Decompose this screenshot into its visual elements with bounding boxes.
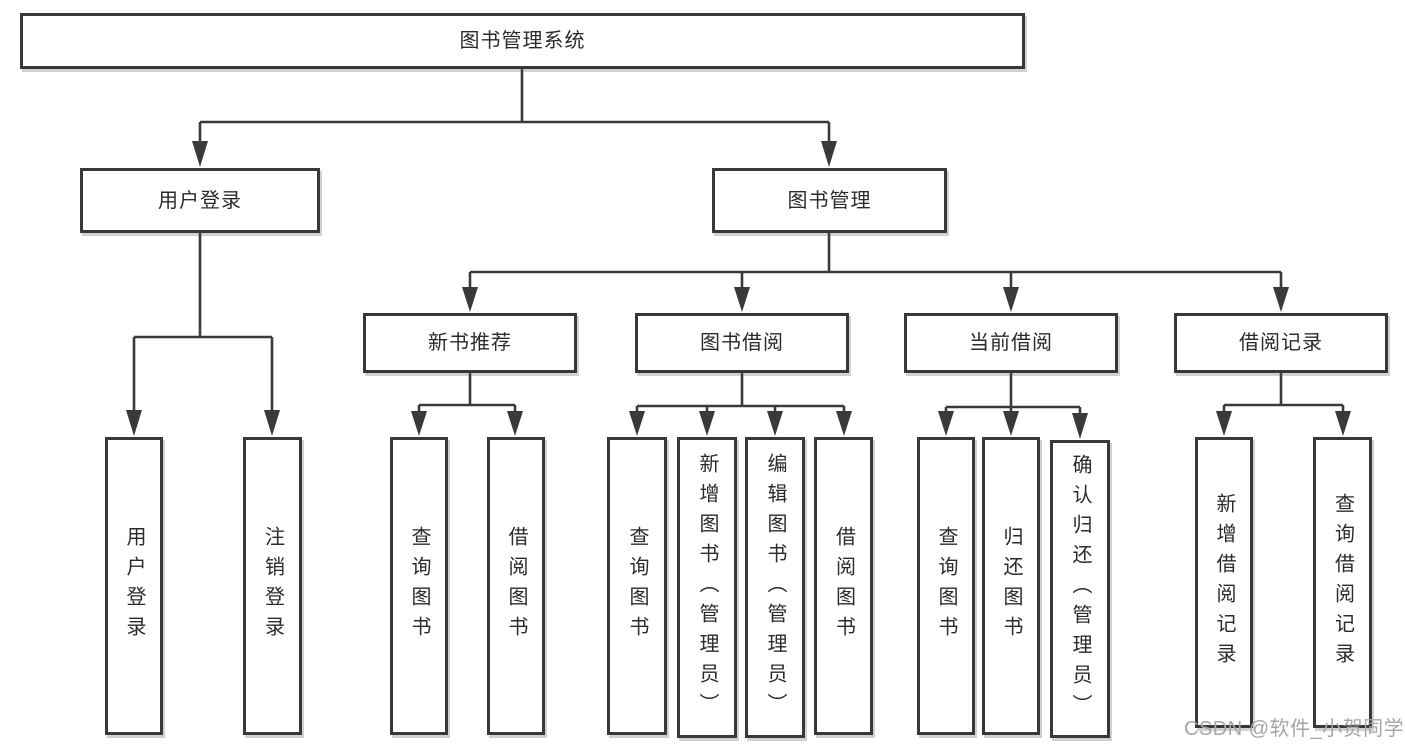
node-new-book-recommend: 新书推荐 <box>363 313 577 373</box>
arrowhead <box>264 410 280 436</box>
arrowhead <box>1003 411 1019 436</box>
arrowhead <box>126 410 142 436</box>
leaf-label: 新增图书（管理员） <box>696 452 718 723</box>
arrowhead <box>821 141 837 167</box>
connector-user-login-to-leaves <box>126 232 280 436</box>
connector-records-to-leaves <box>1216 373 1351 436</box>
leaf-query-books-2: 查询图书 <box>607 437 667 735</box>
leaf-label: 注销登录 <box>261 526 284 646</box>
leaf-query-books-1: 查询图书 <box>390 437 448 735</box>
arrowhead <box>1273 287 1289 312</box>
leaf-label: 确认归还（管理员） <box>1069 454 1091 724</box>
arrowhead <box>411 411 427 436</box>
leaf-label: 用户登录 <box>123 526 145 646</box>
arrowhead <box>1335 411 1351 436</box>
leaf-query-borrow-record: 查询借阅记录 <box>1313 437 1372 728</box>
arrowhead <box>507 411 523 436</box>
arrowhead <box>629 411 645 436</box>
node-borrowing-records: 借阅记录 <box>1174 313 1388 373</box>
leaf-logout: 注销登录 <box>243 437 302 735</box>
arrowhead <box>767 411 783 436</box>
node-root-library-system: 图书管理系统 <box>20 13 1025 69</box>
leaf-label: 查询图书 <box>935 526 957 646</box>
leaf-return-books: 归还图书 <box>982 437 1040 735</box>
leaf-label: 查询图书 <box>408 526 430 646</box>
leaf-label: 查询图书 <box>626 526 648 646</box>
leaf-confirm-return-admin: 确认归还（管理员） <box>1050 440 1110 738</box>
leaf-label: 借阅图书 <box>832 526 855 646</box>
arrowhead <box>699 411 715 436</box>
arrowhead <box>1003 287 1019 312</box>
arrowhead <box>836 411 852 436</box>
connector-borrowing-to-leaves <box>629 373 852 436</box>
csdn-watermark: CSDN @软件_小贺同学 <box>1184 718 1405 740</box>
arrowhead <box>734 287 750 312</box>
leaf-add-borrow-record: 新增借阅记录 <box>1195 437 1253 728</box>
leaf-label: 归还图书 <box>1000 526 1022 646</box>
leaf-label: 编辑图书（管理员） <box>764 452 786 723</box>
leaf-label: 借阅图书 <box>505 526 527 646</box>
arrowhead <box>462 287 478 312</box>
node-user-login-branch: 用户登录 <box>80 168 320 233</box>
leaf-query-books-3: 查询图书 <box>917 437 975 735</box>
arrowhead <box>1072 413 1088 439</box>
arrowhead <box>938 411 954 436</box>
connector-root-to-branches <box>192 69 837 167</box>
leaf-add-books-admin: 新增图书（管理员） <box>677 437 737 738</box>
node-book-management-branch: 图书管理 <box>712 168 947 233</box>
leaf-label: 新增借阅记录 <box>1213 492 1235 673</box>
connector-book-mgmt-to-groups <box>462 232 1289 312</box>
leaf-borrow-books-1: 借阅图书 <box>487 437 545 735</box>
leaf-label: 查询借阅记录 <box>1331 492 1354 673</box>
arrowhead <box>1216 411 1232 436</box>
leaf-user-login: 用户登录 <box>105 437 163 735</box>
connector-current-to-leaves <box>938 373 1088 439</box>
node-current-borrowing: 当前借阅 <box>904 313 1118 373</box>
connector-new-books-to-leaves <box>411 373 523 436</box>
node-book-borrowing: 图书借阅 <box>635 313 849 373</box>
arrowhead <box>192 141 208 167</box>
leaf-edit-books-admin: 编辑图书（管理员） <box>745 437 805 738</box>
leaf-borrow-books-2: 借阅图书 <box>814 437 873 735</box>
